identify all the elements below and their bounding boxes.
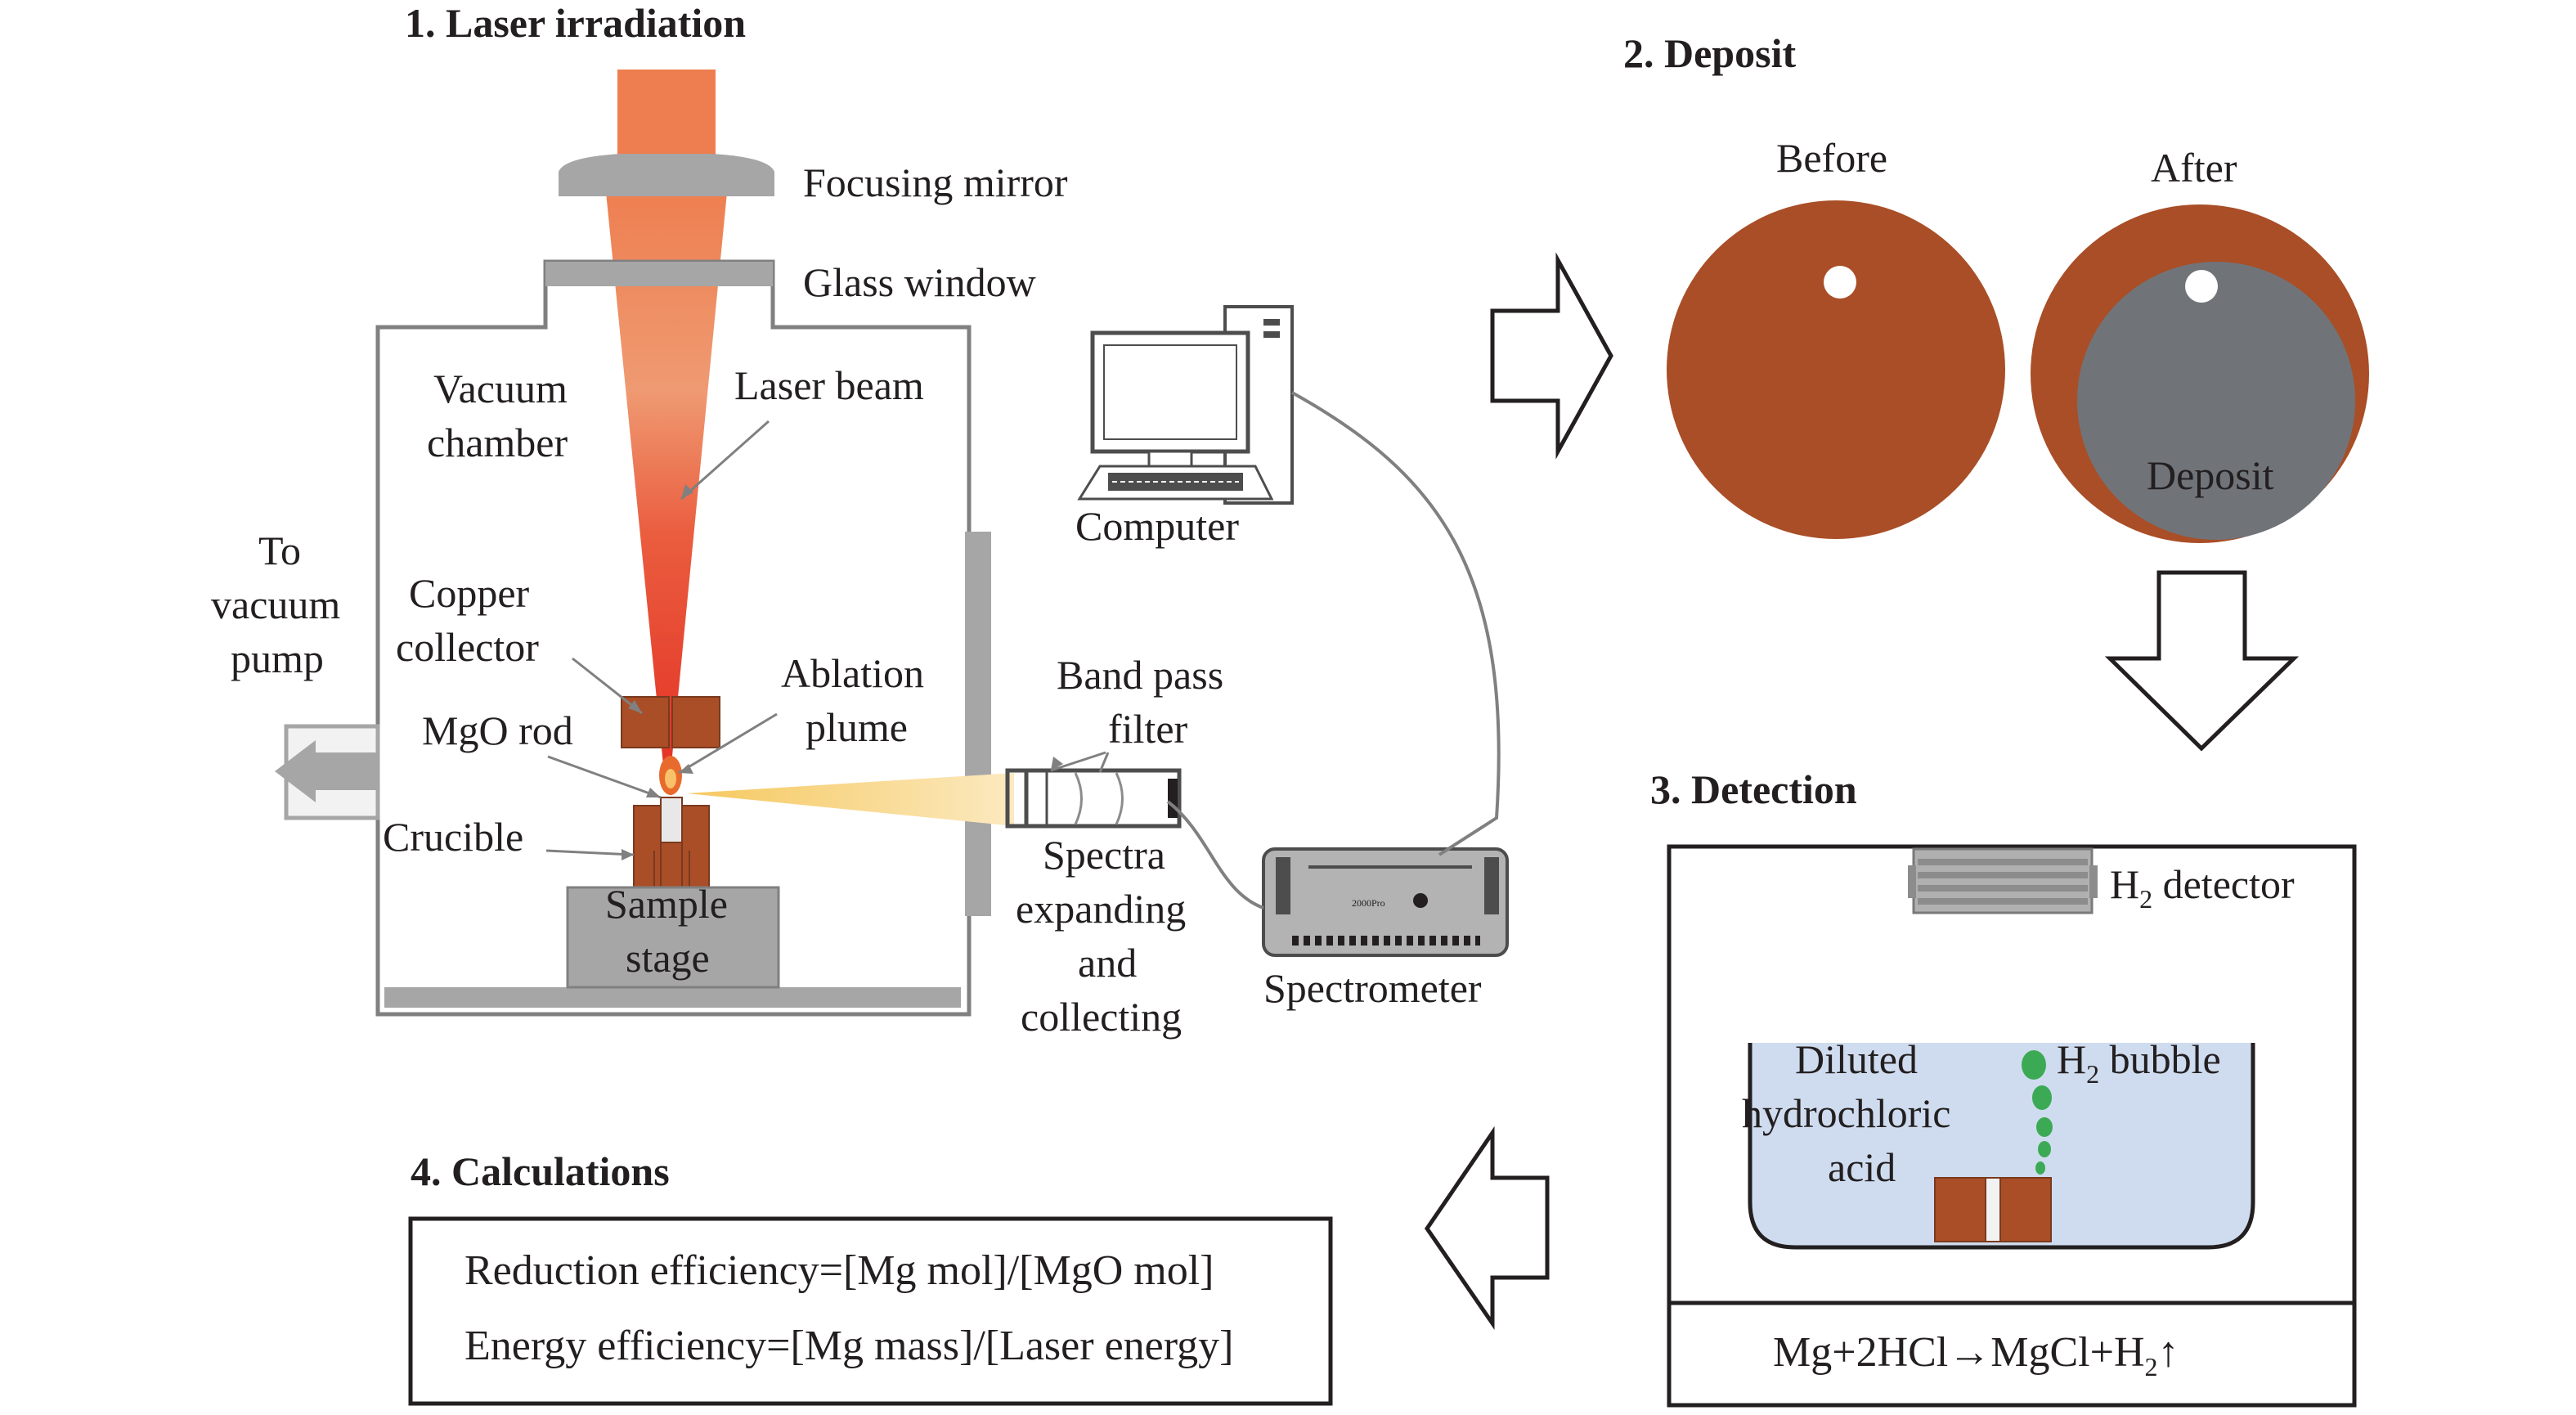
incoming-laser (617, 70, 716, 168)
label-glass-window: Glass window (803, 259, 1036, 305)
collector-before-hole (1824, 266, 1856, 299)
label-acid-3: acid (1828, 1144, 1896, 1190)
leader-arrowheads (622, 484, 1063, 860)
glass-window (545, 262, 773, 286)
deposit-panel: Before After Deposit (1667, 135, 2369, 543)
label-spectra-1: Spectra (1043, 832, 1165, 878)
arrow-down-icon (2104, 570, 2300, 752)
section-title-calculations: 4. Calculations (411, 1148, 670, 1194)
crucible (633, 797, 710, 888)
label-sample-stage-2: stage (626, 935, 710, 981)
label-laser-beam: Laser beam (734, 362, 924, 408)
copper-collector-left (621, 696, 670, 748)
label-before: Before (1776, 135, 1887, 181)
label-sample-stage-1: Sample (605, 881, 728, 927)
label-spectrometer: Spectrometer (1263, 965, 1482, 1011)
h2-bubbles (2022, 1050, 2053, 1175)
collector-after-hole (2185, 270, 2218, 303)
label-copper-collector-2: collector (396, 624, 539, 670)
fiber-cable (1166, 800, 1264, 910)
label-vacuum-pump-3: pump (231, 636, 324, 681)
label-h2-bubble: H2 bubble (2057, 1036, 2221, 1089)
label-deposit-area: Deposit (2147, 452, 2274, 498)
section-title-deposit: 2. Deposit (1623, 30, 1796, 76)
h2-detector-icon (1908, 847, 2098, 914)
deposit-area (2077, 262, 2355, 540)
focusing-mirror (559, 154, 774, 196)
label-band-pass-2: filter (1108, 706, 1188, 752)
label-after: After (2151, 145, 2237, 191)
label-spectra-3: and (1078, 940, 1137, 986)
label-spectra-2: expanding (1016, 886, 1186, 932)
sample-in-acid-left (1934, 1177, 1986, 1242)
leader-lines (545, 420, 1110, 856)
energy-efficiency: Energy efficiency=[Mg mass]/[Laser energ… (464, 1323, 1233, 1369)
computer-icon (1077, 305, 1294, 505)
spectrometer-icon: 2000Pro (1262, 847, 1509, 957)
copper-collector-right (671, 696, 720, 748)
label-vacuum-pump-1: To (258, 528, 301, 573)
label-acid-2: hydrochloric (1742, 1090, 1950, 1136)
label-vacuum-pump-2: vacuum (211, 582, 340, 627)
label-acid-1: Diluted (1795, 1036, 1918, 1082)
vacuum-pump-port (275, 724, 380, 820)
chamber-floor (384, 987, 961, 1008)
section-title-detection: 3. Detection (1650, 766, 1857, 812)
band-pass-filter (1005, 768, 1182, 829)
reaction-box (1667, 1300, 2357, 1408)
arrow-left-icon (1424, 1125, 1550, 1331)
label-vacuum-chamber-1: Vacuum (433, 366, 568, 411)
label-focusing-mirror: Focusing mirror (803, 159, 1068, 205)
arrow-right-icon (1490, 252, 1613, 460)
ablation-core (665, 769, 676, 788)
reaction-equation: Mg+2HCl→MgCl+H2↑ (1773, 1329, 2179, 1381)
acid-beaker (1750, 1043, 2253, 1247)
sample-stage (566, 886, 780, 989)
label-crucible: Crucible (383, 814, 523, 860)
label-mgo-rod: MgO rod (422, 708, 573, 753)
sample-in-acid-right (1999, 1177, 2052, 1242)
reduction-efficiency: Reduction efficiency=[Mg mol]/[MgO mol] (464, 1247, 1214, 1294)
calculations-box (408, 1216, 1333, 1406)
mgo-rod (660, 797, 683, 843)
label-copper-collector-1: Copper (409, 570, 530, 616)
label-h2-detector: H2 detector (2110, 861, 2295, 914)
detection-panel: H2 detector Diluted hydrochloric acid H2… (1667, 844, 2357, 1408)
label-ablation-plume-2: plume (806, 704, 908, 750)
laser-setup: 2000Pro Focusing mirror Glass window (211, 70, 1509, 1040)
spectrometer-brand: 2000Pro (1352, 897, 1385, 909)
emission-cone (687, 773, 1014, 826)
section-title-laser: 1. Laser irradiation (405, 0, 746, 46)
calculations-panel: Reduction efficiency=[Mg mol]/[MgO mol] … (408, 1216, 1333, 1406)
label-spectra-4: collecting (1021, 994, 1182, 1040)
label-band-pass-1: Band pass (1057, 652, 1223, 698)
side-window (965, 532, 991, 916)
data-cable (1291, 391, 1501, 856)
laser-beam (605, 184, 728, 773)
label-computer: Computer (1075, 503, 1239, 549)
label-vacuum-chamber-2: chamber (427, 420, 568, 465)
pump-arrow-icon (275, 740, 316, 802)
label-ablation-plume-1: Ablation (781, 650, 924, 696)
collector-before (1667, 200, 2005, 539)
